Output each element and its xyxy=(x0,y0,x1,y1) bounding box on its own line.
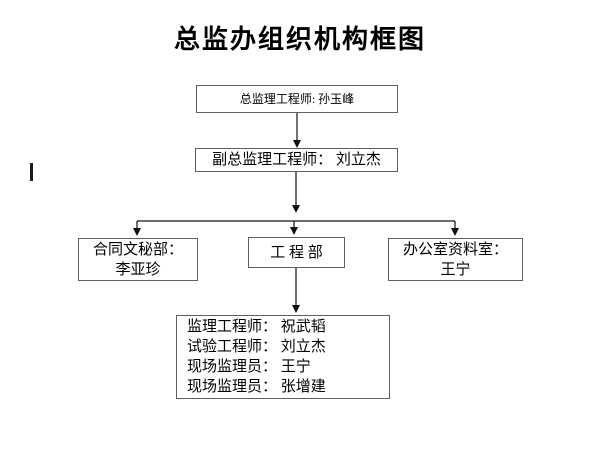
node-staff-list[interactable]: 监理工程师： 祝武韬 试验工程师： 刘立杰 现场监理员： 王宁 现场监理员： 张… xyxy=(176,315,390,399)
node-office-person-label: 王宁 xyxy=(440,261,471,278)
node-chief-engineer-label: 总监理工程师: 孙玉峰 xyxy=(239,92,355,106)
node-chief-engineer[interactable]: 总监理工程师: 孙玉峰 xyxy=(196,85,398,113)
staff-line: 现场监理员： 王宁 xyxy=(187,359,311,375)
staff-line: 试验工程师： 刘立杰 xyxy=(187,339,326,355)
node-deputy-chief-engineer-label: 副总监理工程师： 刘立杰 xyxy=(212,152,381,168)
staff-line: 现场监理员： 张增建 xyxy=(187,379,326,395)
node-contract-dept-label: 合同文秘部： xyxy=(92,241,183,258)
node-office-archives[interactable]: 办公室资料室： 王宁 xyxy=(388,238,523,281)
node-deputy-chief-engineer[interactable]: 副总监理工程师： 刘立杰 xyxy=(195,148,398,172)
text-cursor xyxy=(30,163,33,181)
node-engineering-dept[interactable]: 工 程 部 xyxy=(248,237,345,268)
diagram-title: 总监办组织机构框图 xyxy=(173,24,426,54)
node-contract-secretary-dept[interactable]: 合同文秘部： 李亚珍 xyxy=(78,238,198,281)
node-office-dept-label: 办公室资料室： xyxy=(402,241,508,258)
node-contract-person-label: 李亚珍 xyxy=(115,261,161,278)
staff-line: 监理工程师： 祝武韬 xyxy=(187,319,326,335)
node-engineering-dept-label: 工 程 部 xyxy=(270,244,323,261)
